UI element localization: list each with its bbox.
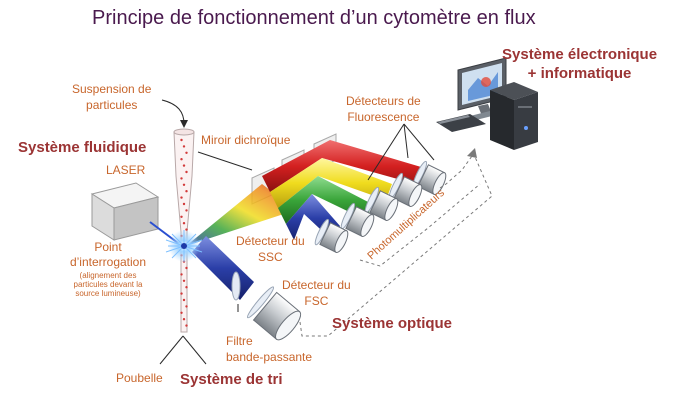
label-point-note-line1: (alignement des <box>79 271 137 280</box>
label-ssc-line2: SSC <box>258 249 283 264</box>
particle <box>185 286 188 289</box>
label-systeme-fluidique: Système fluidique <box>18 139 147 156</box>
detector-pmt <box>246 286 302 341</box>
label-poubelle: Poubelle <box>116 371 163 385</box>
computer <box>436 57 538 150</box>
detectors <box>246 160 447 341</box>
label-filtre-line1: Filtre <box>226 334 253 348</box>
particle <box>185 324 188 327</box>
particle <box>182 298 186 302</box>
particle <box>182 279 186 282</box>
particle <box>180 292 183 295</box>
beam-red <box>262 140 438 192</box>
particle <box>185 170 188 174</box>
detector-pmt <box>388 172 423 207</box>
label-suspension-line2: particules <box>86 97 138 112</box>
particle <box>182 318 186 321</box>
scatter-fan <box>186 184 296 246</box>
label-detecteurs-fluorescence: Détecteurs de Fluorescence <box>346 94 421 125</box>
beam-green <box>278 176 372 224</box>
interrogation-flash <box>165 230 203 262</box>
label-systeme-electronique: Système électronique + informatique <box>502 46 657 84</box>
particle <box>180 215 183 218</box>
particle <box>180 158 183 161</box>
label-miroir-dichroique: Miroir dichroïque <box>201 133 291 147</box>
label-laser: LASER <box>106 163 146 177</box>
particle <box>180 273 183 276</box>
label-suspension-line1: Suspension de <box>72 82 152 96</box>
diagram-title: Principe de fonctionnement d’un cytomètr… <box>92 7 536 29</box>
callout-lines <box>159 99 435 365</box>
label-fsc-line2: FSC <box>304 293 329 308</box>
label-filtre: Filtre bande-passante <box>226 334 312 365</box>
signal-arrow <box>467 148 477 158</box>
particle <box>182 145 186 148</box>
particle <box>182 222 186 225</box>
label-fluo-line1: Détecteurs de <box>346 94 421 108</box>
detector-pmt <box>314 218 349 253</box>
bandpass-filter <box>231 271 241 301</box>
signal-paths <box>299 149 493 337</box>
label-suspension: Suspension de particules <box>72 82 151 113</box>
label-detecteur-ssc: Détecteur du SSC <box>236 234 305 265</box>
particle <box>182 202 186 206</box>
particle <box>185 209 188 212</box>
detector-pmt <box>364 186 399 221</box>
label-point-note: (alignement des particules devant la sou… <box>58 271 158 299</box>
particle <box>185 305 188 308</box>
label-fluo-line2: Fluorescence <box>347 109 420 124</box>
label-systeme-de-tri: Système de tri <box>180 371 283 388</box>
label-ssc-line1: Détecteur du <box>236 234 305 248</box>
label-filtre-line2: bande-passante <box>226 349 313 364</box>
label-point-line1: Point <box>94 240 122 254</box>
beam-yellow <box>270 158 392 208</box>
label-electronique-line1: Système électronique <box>502 46 658 63</box>
particle <box>180 196 183 199</box>
label-detecteur-fsc: Détecteur du FSC <box>282 278 351 309</box>
label-fsc-line1: Détecteur du <box>282 278 351 292</box>
particle <box>185 151 188 154</box>
particle <box>180 311 183 314</box>
particle <box>185 266 188 270</box>
particle <box>185 190 188 193</box>
label-systeme-optique: Système optique <box>332 315 453 332</box>
detector-pmt <box>412 160 447 195</box>
label-point-interrogation: Point d’interrogation <box>56 240 160 270</box>
detector-pmt <box>340 202 375 237</box>
particle <box>182 164 186 167</box>
laser-box <box>90 182 160 241</box>
label-point-note-line3: source lumineuse) <box>75 289 141 299</box>
particle <box>180 138 183 142</box>
particle <box>180 177 183 180</box>
particle <box>182 183 186 186</box>
label-point-line2: d’interrogation <box>69 255 147 269</box>
label-point-note-line2: particules devant la <box>73 280 143 290</box>
label-electronique-line2: + informatique <box>527 64 632 82</box>
